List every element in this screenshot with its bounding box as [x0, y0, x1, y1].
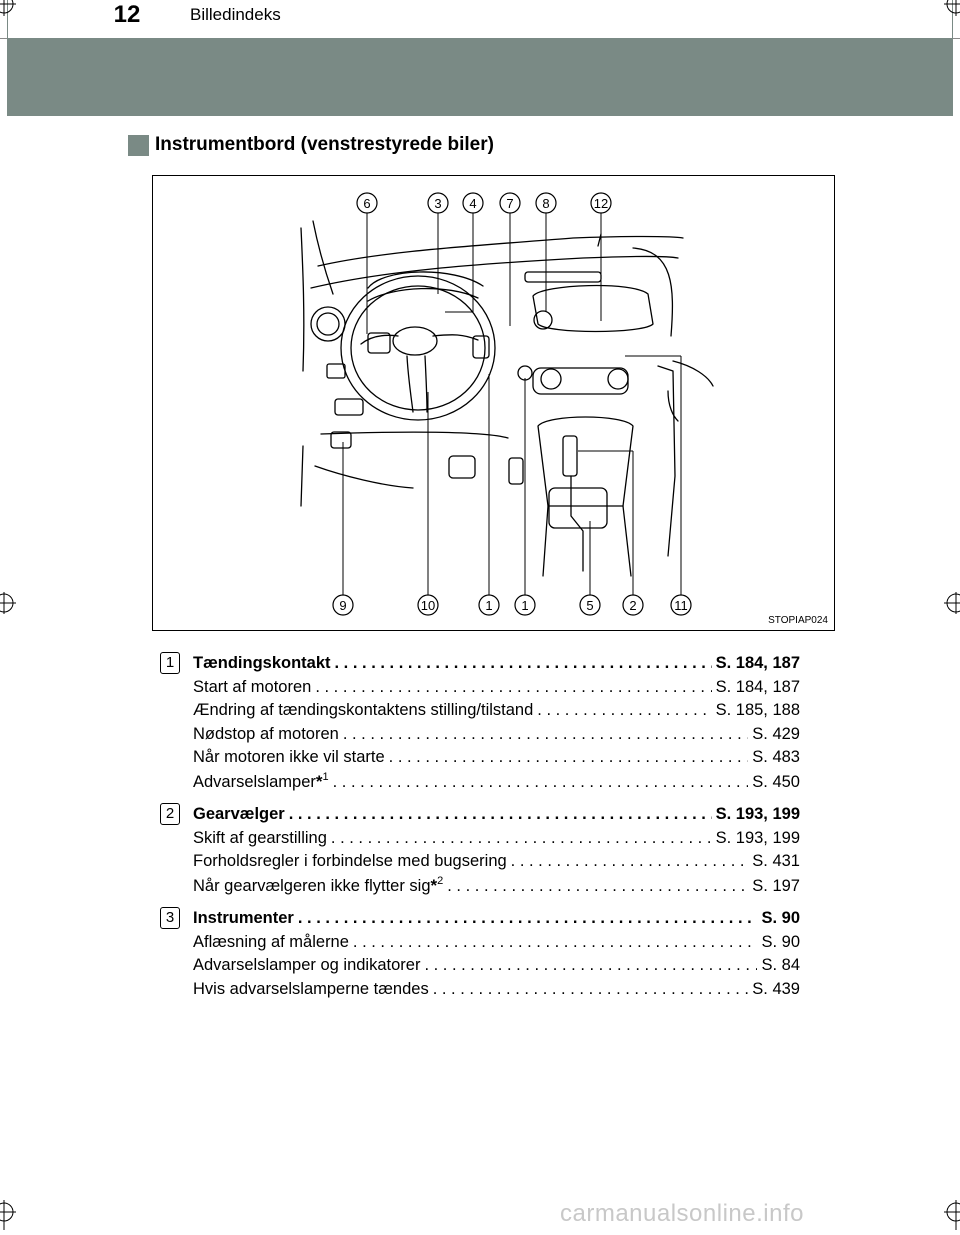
entry-item: Ændring af tændingskontaktens stilling/t… — [193, 699, 800, 723]
dashboard-illustration: 6 3 4 7 8 12 9 10 1 1 5 2 11 STOPIAP024 — [152, 175, 835, 631]
item-label: Advarselslamper — [193, 772, 316, 791]
entry-title: Gearvælger — [193, 805, 285, 823]
page-number: 12 — [113, 1, 141, 28]
footnote-marker: 2 — [437, 874, 444, 887]
steering-hub — [392, 326, 438, 356]
entry-heading: Tændingskontakt S. 184, 187 — [193, 652, 800, 676]
shift-lever — [562, 435, 578, 477]
dashboard-drawing: 6 3 4 7 8 12 9 10 1 1 5 2 11 — [300, 192, 714, 616]
center-vent-right — [607, 368, 629, 390]
section-title: Instrumentbord (venstrestyrede biler) — [128, 133, 494, 157]
item-page-ref: S. 193, 199 — [715, 828, 800, 847]
entry-page-ref: S. 193, 199 — [715, 805, 800, 823]
entry-title: Tændingskontakt — [193, 654, 331, 672]
item-label: Ændring af tændingskontaktens stilling/t… — [193, 701, 534, 719]
center-screen — [532, 284, 654, 333]
entry-item: Når gearvælgeren ikke flytter sig*2 S. 1… — [193, 874, 800, 899]
entry-number: 2 — [160, 803, 180, 825]
crop-mark-icon — [0, 1200, 16, 1230]
start-button — [517, 365, 533, 381]
item-page-ref: S. 439 — [752, 979, 800, 998]
item-label: Nødstop af motoren — [193, 724, 339, 743]
section-title-text: Instrumentbord (venstrestyrede biler) — [155, 134, 494, 155]
watermark: carmanualsonline.info — [560, 1200, 804, 1227]
callout-top: 7 — [506, 196, 513, 211]
callout-bottom: 2 — [629, 598, 636, 613]
header-right-rule — [952, 0, 953, 116]
callout-top: 3 — [434, 196, 441, 211]
item-page-ref: S. 431 — [752, 852, 800, 870]
crop-mark-icon — [944, 0, 960, 16]
entry-item: Forholdsregler i forbindelse med bugseri… — [193, 850, 800, 874]
diagram-code: STOPIAP024 — [768, 615, 828, 626]
entry-item: Nødstop af motoren S. 429 — [193, 723, 800, 747]
steering-wheel-outer — [340, 275, 496, 421]
entry-title: Instrumenter — [193, 909, 294, 927]
item-label: Forholdsregler i forbindelse med bugseri… — [193, 852, 507, 870]
left-vent — [310, 306, 346, 342]
center-vent-left — [540, 368, 562, 390]
header-left-rule — [7, 0, 8, 116]
callout-bottom: 1 — [521, 598, 528, 613]
entry-item: Advarselslamper og indikatorer S. 84 — [193, 954, 800, 978]
entry-page-ref: S. 184, 187 — [715, 654, 800, 672]
callout-bottom: 9 — [339, 598, 346, 613]
callout-bottom: 11 — [674, 598, 688, 613]
item-label: Når gearvælgeren ikke flytter sig — [193, 876, 431, 895]
entry-item: Når motoren ikke vil starte S. 483 — [193, 746, 800, 770]
hazard-button — [533, 310, 553, 330]
entry-item: Start af motoren S. 184, 187 — [193, 676, 800, 700]
a-pillar-line — [300, 227, 305, 372]
item-label: Start af motoren — [193, 677, 312, 696]
crop-mark-icon — [944, 1200, 960, 1230]
footnote-marker: 1 — [322, 770, 329, 783]
item-page-ref: S. 90 — [761, 932, 800, 951]
entry-item: Advarselslamper*1 S. 450 — [193, 770, 800, 795]
item-page-ref: S. 197 — [752, 876, 800, 895]
item-label: Aflæsning af målerne — [193, 932, 349, 951]
header-gray-band — [8, 38, 952, 116]
footnote-asterisk: * — [315, 771, 323, 791]
item-page-ref: S. 84 — [761, 956, 800, 974]
crop-mark-icon — [0, 592, 16, 614]
entry-heading: Gearvælger S. 193, 199 — [193, 803, 800, 827]
item-page-ref: S. 483 — [752, 748, 800, 766]
entry-item: Hvis advarselslamperne tændes S. 439 — [193, 978, 800, 1002]
center-console — [537, 416, 634, 507]
callout-top: 6 — [363, 196, 370, 211]
callout-bottom: 1 — [485, 598, 492, 613]
callout-top: 12 — [594, 196, 608, 211]
entry-page-ref: S. 90 — [761, 909, 800, 927]
entry-number: 1 — [160, 652, 180, 674]
entry-item: Aflæsning af målerne S. 90 — [193, 931, 800, 955]
item-label: Hvis advarselslamperne tændes — [193, 979, 429, 998]
item-page-ref: S. 185, 188 — [715, 701, 800, 719]
dash-top-line — [317, 235, 684, 267]
item-page-ref: S. 450 — [752, 772, 800, 791]
item-label: Skift af gearstilling — [193, 828, 327, 847]
entry-heading: Instrumenter S. 90 — [193, 907, 800, 931]
item-label: Når motoren ikke vil starte — [193, 748, 385, 766]
hood-release — [334, 398, 364, 416]
crop-mark-icon — [944, 592, 960, 614]
callout-bottom: 5 — [586, 598, 593, 613]
footnote-asterisk: * — [430, 875, 438, 895]
item-page-ref: S. 184, 187 — [715, 677, 800, 696]
title-square-icon — [128, 134, 149, 156]
item-page-ref: S. 429 — [752, 724, 800, 743]
entry-item: Skift af gearstilling S. 193, 199 — [193, 827, 800, 851]
callout-top: 4 — [469, 196, 476, 211]
callout-bottom: 10 — [421, 598, 435, 613]
item-label: Advarselslamper og indikatorer — [193, 956, 421, 974]
crop-mark-icon — [0, 0, 16, 16]
entry-number: 3 — [160, 907, 180, 929]
section-name: Billedindeks — [190, 5, 281, 24]
accelerator-pedal — [448, 455, 476, 479]
callout-top: 8 — [542, 196, 549, 211]
